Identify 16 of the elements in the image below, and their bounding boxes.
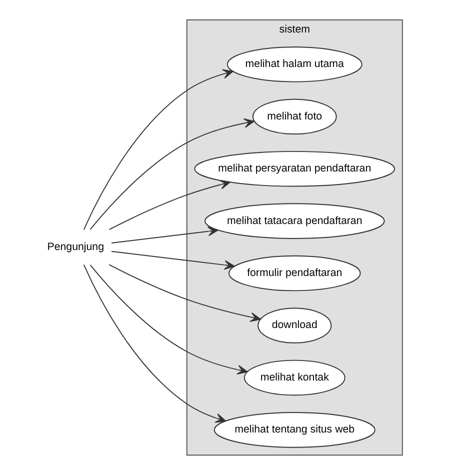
- arrow: [111, 226, 218, 244]
- arrow: [83, 69, 234, 230]
- arrow: [90, 264, 248, 375]
- arrow: [111, 250, 235, 270]
- arrow: [108, 180, 231, 230]
- arrow: [90, 118, 255, 230]
- node-ellipse: melihat halam utama: [226, 46, 362, 82]
- node-ellipse: download: [258, 308, 332, 344]
- node-ellipse: melihat persyaratan pendaftaran: [194, 150, 396, 187]
- node-text: Pengunjung: [47, 240, 104, 253]
- node-ellipse: melihat foto: [252, 98, 337, 134]
- arrow: [108, 264, 261, 322]
- node-ellipse: melihat kontak: [244, 360, 346, 396]
- arrow: [83, 264, 226, 423]
- node-ellipse: melihat tatacara pendaftaran: [204, 203, 385, 239]
- node-ellipse: formulir pendaftaran: [228, 255, 361, 292]
